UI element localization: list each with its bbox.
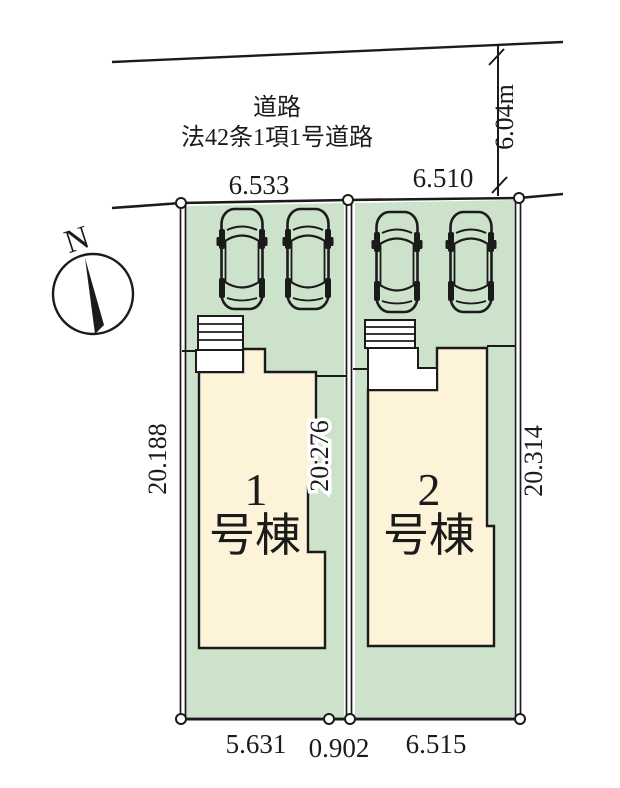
boundary-marker	[513, 192, 525, 204]
dim-center-depth: 20.276	[305, 420, 334, 492]
approach-lot1	[195, 349, 244, 373]
dim-lot1-frontage: 6.533	[229, 170, 290, 200]
road-edge-line	[111, 40, 564, 64]
boundary-marker	[323, 713, 335, 725]
building-2-number: 2	[418, 464, 441, 515]
compass-needle	[85, 258, 104, 334]
boundary-marker	[175, 197, 187, 209]
entrance-steps-lot2	[353, 319, 438, 391]
compass-circle	[51, 252, 135, 336]
building-2-suffix: 号棟	[383, 510, 475, 561]
boundary-marker	[344, 713, 356, 725]
dim-lot1-rear: 5.631	[226, 729, 287, 759]
dim-rear-middle: 0.902	[309, 733, 370, 763]
left-boundary-line	[179, 205, 187, 718]
north-label: N	[60, 219, 94, 261]
boundary-marker	[342, 194, 354, 206]
dim-lot2-frontage: 6.510	[413, 163, 474, 193]
road-label: 道路	[253, 94, 301, 121]
road-width-dimension-line	[488, 46, 508, 196]
building-1-suffix: 号棟	[209, 510, 301, 561]
center-boundary-line	[345, 202, 353, 718]
right-boundary-line	[514, 200, 522, 718]
boundary-marker	[175, 713, 187, 725]
boundary-marker	[514, 713, 526, 725]
dim-lot2-rear: 6.515	[406, 729, 467, 759]
dim-right-depth: 20.314	[519, 425, 548, 497]
entrance-steps-lot1	[182, 315, 244, 373]
road-width-label: 6.04m	[490, 84, 519, 150]
dim-left-depth: 20.188	[143, 423, 172, 495]
north-compass: N	[51, 219, 135, 336]
road-designation: 法42条1項1号道路	[181, 124, 373, 151]
building-1-number: 1	[245, 464, 268, 515]
approach-lot2	[367, 347, 438, 391]
